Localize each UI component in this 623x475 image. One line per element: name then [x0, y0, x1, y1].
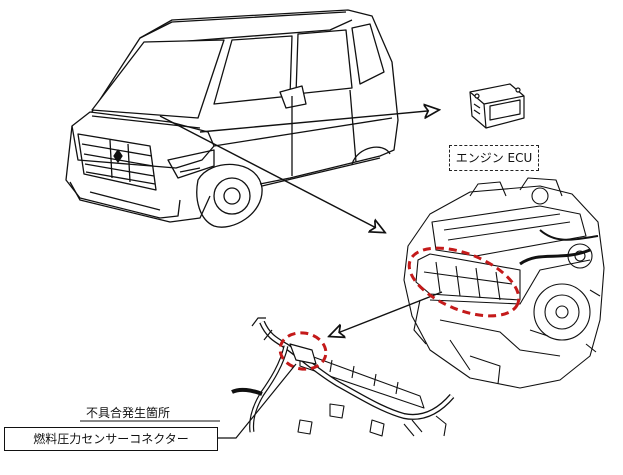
- highlight-marks: [278, 246, 521, 371]
- arrow-to-ecu: [199, 110, 438, 133]
- ecu-module-illustration: [469, 83, 525, 129]
- arrow-to-connector: [330, 291, 443, 336]
- connector-highlight-ellipse: [278, 331, 328, 371]
- arrow-to-engine: [159, 115, 384, 232]
- engine-highlight-ellipse: [407, 246, 521, 318]
- arrows: [159, 110, 443, 336]
- ecu-label: エンジン ECU: [449, 145, 539, 171]
- connector-leader-line: [216, 363, 297, 439]
- fault-location-label: 不具合発生箇所: [86, 406, 171, 420]
- harness-illustration: [231, 317, 455, 437]
- engine-illustration: [403, 177, 605, 389]
- connector-label: 燃料圧力センサーコネクター: [4, 427, 218, 451]
